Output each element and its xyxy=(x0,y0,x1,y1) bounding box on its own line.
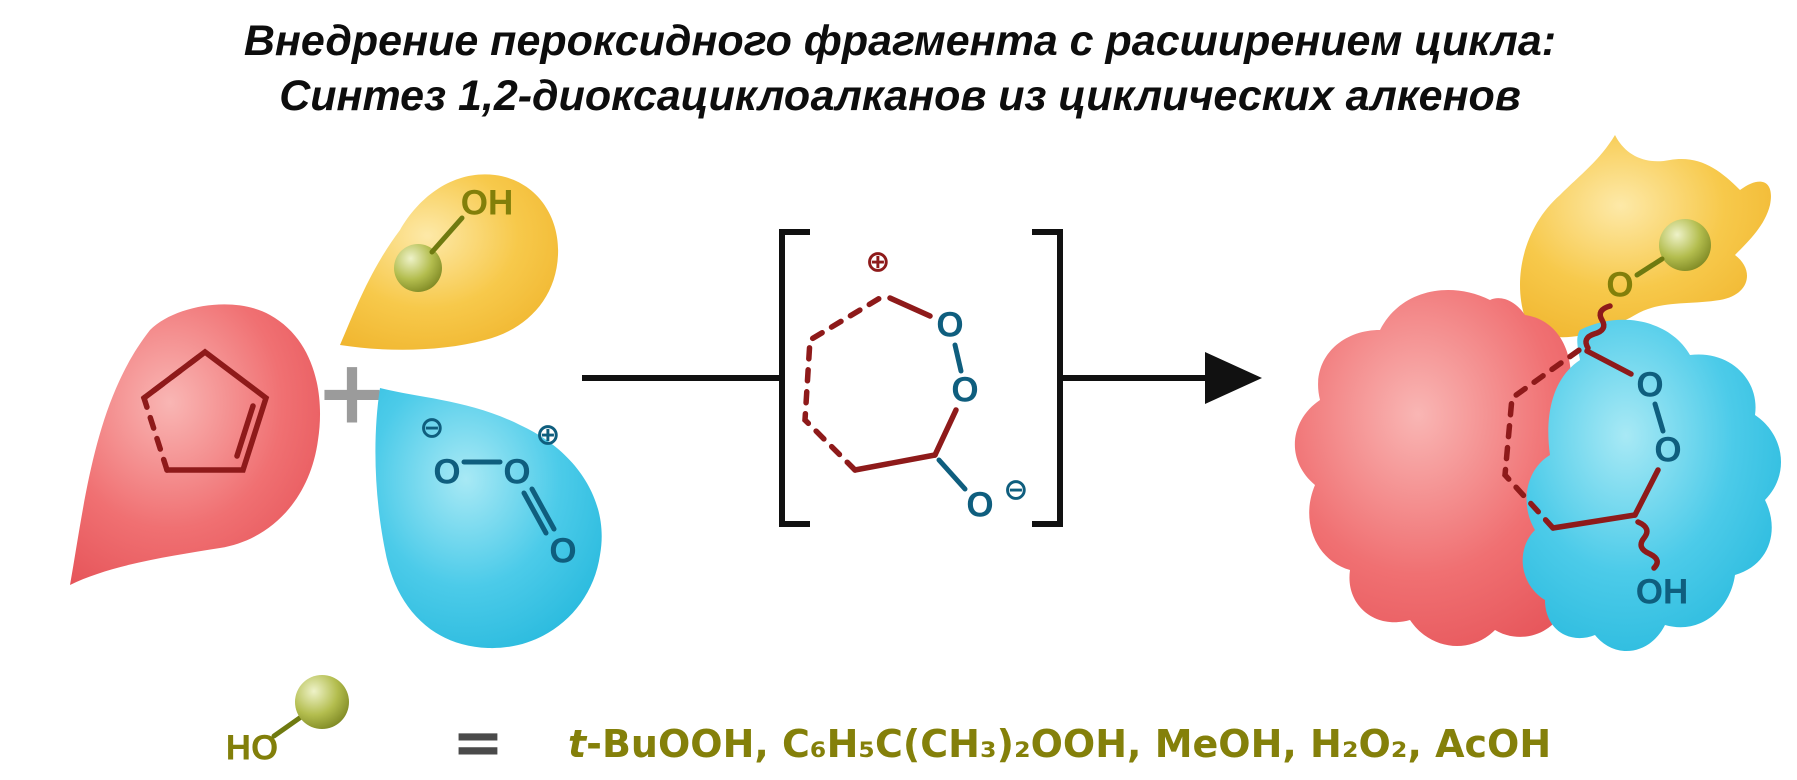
product-yellow-blob xyxy=(1520,135,1771,338)
r-group-sphere-icon xyxy=(394,244,442,292)
ring-bond xyxy=(1632,467,1661,518)
right-bracket xyxy=(1032,229,1063,527)
ring-bond xyxy=(852,452,938,473)
plus-charge-icon: ⊕ xyxy=(865,245,890,280)
double-bond-line xyxy=(521,490,549,536)
ho-label: HO xyxy=(226,729,279,768)
minus-charge-icon: ⊖ xyxy=(419,411,444,446)
o-o-bond xyxy=(952,342,964,374)
oxygen-label: O xyxy=(1654,431,1681,470)
cyclopentene-double-bond xyxy=(234,403,256,459)
r-group-sphere-icon xyxy=(295,675,349,729)
squiggle-bond xyxy=(1583,303,1613,351)
reagent-list-italic-prefix: t xyxy=(568,722,587,766)
minus-charge-icon: ⊖ xyxy=(1003,473,1028,508)
product-cluster: O O O OH xyxy=(1294,135,1782,652)
alkoxide-bond xyxy=(936,457,968,492)
oxygen-label: O xyxy=(549,532,576,571)
reactant-cluster: + OH ⊖ O O ⊕ O xyxy=(70,174,602,649)
oxygen-label: O xyxy=(936,306,963,345)
title-line-2: Синтез 1,2-диоксациклоалканов из цикличе… xyxy=(279,72,1521,121)
reagent-list-body: -BuOOH, C₆H₅C(CH₃)₂OOH, MeOH, H₂O₂, AcOH xyxy=(586,722,1552,766)
o-o-bond xyxy=(1652,401,1666,434)
squiggle-bond xyxy=(1635,519,1660,571)
cyclopentene-structure xyxy=(140,348,270,473)
ring-bond xyxy=(887,295,933,319)
oh-label: OH xyxy=(1636,573,1689,612)
cyclopentene-dashed-bonds xyxy=(140,349,208,473)
peroxide-carrier-blob xyxy=(340,174,559,350)
ring-bond xyxy=(1584,348,1634,377)
cyclopentene-solid-bonds xyxy=(141,348,270,473)
oxygen-label: O xyxy=(503,453,530,492)
ring-dashed-bonds xyxy=(1502,345,1585,531)
oxygen-label: O xyxy=(966,486,993,525)
ring-bond xyxy=(932,407,959,458)
oxygen-label: O xyxy=(1636,366,1663,405)
oxygen-label: O xyxy=(1606,266,1633,305)
left-bracket xyxy=(779,229,810,527)
oh-label: OH xyxy=(461,184,514,223)
oxygen-label: O xyxy=(433,453,460,492)
scheme-title: Внедрение пероксидного фрагмента с расши… xyxy=(20,14,1780,124)
ring-bond xyxy=(1550,512,1638,531)
equals-sign: = xyxy=(452,706,504,779)
oxidant-blob xyxy=(375,388,602,649)
oxidant-structure: ⊖ O O ⊕ O xyxy=(419,411,576,571)
ring-dashed-bonds xyxy=(802,292,888,473)
title-line-1: Внедрение пероксидного фрагмента с расши… xyxy=(243,17,1557,65)
intermediate-structure: ⊕ O O O ⊖ xyxy=(802,245,1029,525)
plus-charge-icon: ⊕ xyxy=(535,418,560,453)
double-bond-line xyxy=(529,486,557,532)
legend: HO = xyxy=(226,675,504,779)
reagent-list: t-BuOOH, C₆H₅C(CH₃)₂OOH, MeOH, H₂O₂, AcO… xyxy=(568,722,1551,766)
ho-sphere-bond xyxy=(271,714,304,739)
reaction-arrowhead xyxy=(1205,352,1262,404)
sphere-oh-bond xyxy=(429,215,465,255)
r-group-sphere-icon xyxy=(1659,219,1711,271)
product-structure: O O O OH xyxy=(1502,219,1711,612)
sphere-o-bond xyxy=(1634,256,1665,278)
oxygen-label: O xyxy=(951,371,978,410)
alkene-blob xyxy=(70,304,321,585)
